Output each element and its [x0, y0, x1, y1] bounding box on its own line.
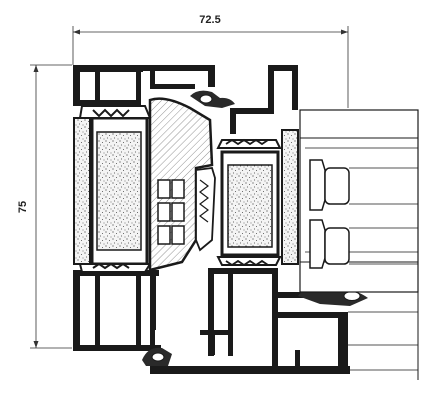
thermal-break-assembly: [148, 97, 216, 272]
width-dimension-label: 72.5: [199, 14, 220, 26]
height-dimension-label: 75: [17, 201, 29, 213]
bottom-gasket: [142, 347, 172, 366]
height-dimension: 75: [17, 64, 72, 349]
glazing-unit: [299, 109, 419, 380]
sash-profile: [208, 65, 348, 374]
upper-gasket: [190, 90, 235, 108]
left-insulation-panel: [73, 105, 152, 273]
width-dimension: 72.5: [72, 14, 349, 108]
